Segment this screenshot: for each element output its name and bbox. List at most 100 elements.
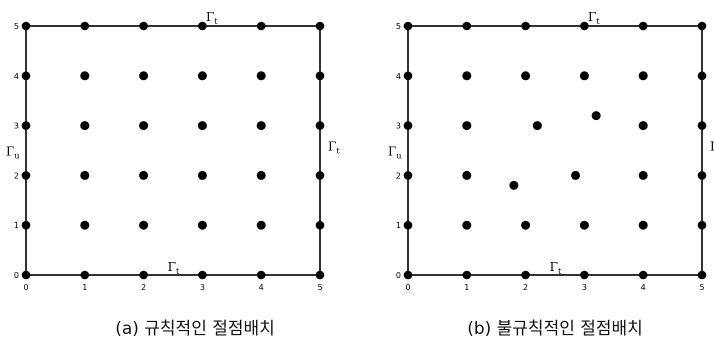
interior-node (139, 170, 149, 180)
x-tick-label: 0 (23, 283, 28, 292)
interior-node (80, 170, 90, 180)
boundary-node (403, 171, 413, 180)
y-tick-label: 0 (14, 271, 19, 280)
boundary-node (697, 121, 707, 130)
boundary-label-left: Γu (6, 145, 19, 161)
interior-node (591, 111, 601, 121)
boundary-node (521, 21, 530, 31)
interior-node (139, 220, 149, 230)
x-tick-label: 4 (259, 283, 264, 292)
boundary-node (80, 270, 90, 280)
x-tick-label: 5 (317, 283, 322, 292)
interior-node (197, 71, 207, 81)
boundary-label-right: Γt (328, 140, 340, 156)
y-tick-label: 1 (396, 221, 401, 230)
domain-boundary (25, 25, 321, 276)
boundary-node (315, 71, 325, 81)
interior-node (571, 170, 581, 180)
interior-node (509, 180, 519, 190)
interior-node (80, 121, 90, 131)
interior-node (532, 121, 542, 131)
interior-node (197, 121, 207, 131)
y-tick-label: 2 (396, 171, 401, 180)
boundary-node (21, 71, 31, 81)
interior-node (197, 220, 207, 230)
interior-node (521, 71, 531, 81)
boundary-node (521, 270, 530, 280)
domain-boundary (407, 25, 703, 276)
boundary-node (315, 171, 325, 180)
interior-node (256, 170, 266, 180)
boundary-node (315, 21, 325, 31)
boundary-node (462, 270, 472, 280)
boundary-node (697, 220, 707, 230)
interior-node (579, 220, 589, 230)
x-tick-label: 1 (82, 283, 87, 292)
boundary-label-bottom: Γt (550, 260, 562, 276)
boundary-node (198, 21, 207, 31)
boundary-node (697, 270, 707, 280)
x-tick-label: 3 (200, 283, 205, 292)
boundary-node (315, 270, 325, 280)
interior-node (462, 170, 472, 180)
interior-node (462, 220, 472, 230)
y-tick-label: 2 (14, 171, 19, 180)
x-tick-label: 3 (582, 283, 587, 292)
boundary-node (403, 21, 413, 31)
x-tick-label: 0 (405, 283, 410, 292)
boundary-node (580, 270, 589, 280)
boundary-node (198, 270, 207, 280)
boundary-node (697, 171, 707, 180)
interior-node (462, 121, 472, 131)
y-tick-label: 1 (14, 221, 19, 230)
boundary-label-left: Γu (388, 145, 401, 161)
interior-node (80, 220, 90, 230)
boundary-node (403, 220, 413, 230)
boundary-node (403, 270, 413, 280)
interior-node (638, 121, 648, 131)
interior-node (462, 71, 472, 81)
interior-node (256, 121, 266, 131)
boundary-node (638, 21, 648, 31)
caption-b: (b) 불규칙적인 절점배치 (467, 319, 643, 339)
boundary-label-bottom: Γt (168, 260, 180, 276)
boundary-node (403, 121, 413, 130)
interior-node (80, 71, 90, 81)
y-tick-label: 3 (14, 122, 19, 131)
x-tick-label: 5 (699, 283, 704, 292)
boundary-node (21, 21, 31, 31)
boundary-node (139, 21, 148, 31)
boundary-label-top: Γt (588, 10, 600, 26)
boundary-node (139, 270, 148, 280)
boundary-node (21, 121, 31, 130)
boundary-node (21, 220, 31, 230)
x-tick-label: 4 (641, 283, 646, 292)
y-tick-label: 5 (14, 22, 19, 31)
interior-node (139, 121, 149, 131)
boundary-node (315, 220, 325, 230)
boundary-node (697, 21, 707, 31)
y-tick-label: 4 (396, 72, 401, 81)
boundary-label-top: Γt (206, 10, 218, 26)
x-tick-label: 2 (141, 283, 146, 292)
boundary-label-right: Γ (710, 140, 714, 154)
boundary-node (256, 270, 266, 280)
boundary-node (21, 270, 31, 280)
y-tick-label: 5 (396, 22, 401, 31)
boundary-node (403, 71, 413, 81)
boundary-node (697, 71, 707, 81)
interior-node (638, 71, 648, 81)
interior-node (638, 220, 648, 230)
boundary-node (256, 21, 266, 31)
boundary-node (462, 21, 472, 31)
y-tick-label: 4 (14, 72, 19, 81)
y-tick-label: 0 (396, 271, 401, 280)
interior-node (256, 71, 266, 81)
interior-node (638, 170, 648, 180)
boundary-node (315, 121, 325, 130)
interior-node (197, 170, 207, 180)
boundary-node (580, 21, 589, 31)
x-tick-label: 1 (464, 283, 469, 292)
